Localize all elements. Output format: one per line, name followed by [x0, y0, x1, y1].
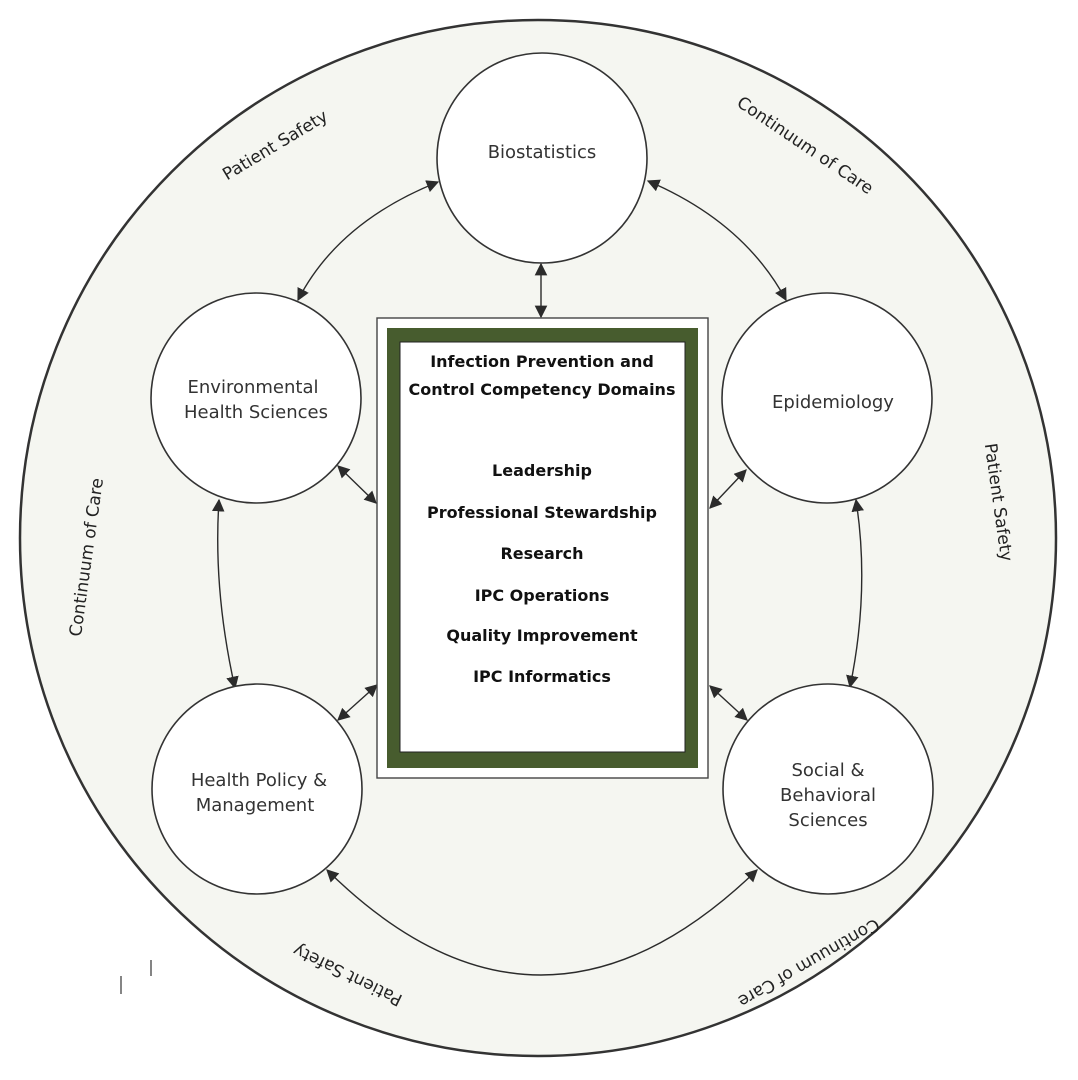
- connector-biostat-environmental: [297, 180, 440, 302]
- node-epidemiology: Epidemiology: [721, 292, 933, 504]
- connector-epidemiology-center: [709, 469, 747, 509]
- node-label: Management: [196, 795, 315, 816]
- connector-social-center: [709, 685, 748, 721]
- connector-biostat-epidemiology: [646, 179, 787, 302]
- domain-item: IPC Informatics: [473, 667, 611, 686]
- node-social-behavioral-sciences: Social & Behavioral Sciences: [722, 683, 934, 895]
- connector-health-policy-center: [337, 684, 378, 721]
- competency-box: Infection Prevention and Control Compete…: [376, 317, 709, 779]
- node-label: Biostatistics: [488, 142, 597, 163]
- node-label: Health Policy &: [191, 770, 327, 791]
- connector-epidemiology-social: [846, 498, 864, 689]
- domain-item: Leadership: [492, 461, 592, 480]
- domain-item: Quality Improvement: [446, 626, 638, 645]
- node-label: Social &: [791, 760, 864, 781]
- connector-environmental-center: [337, 465, 377, 504]
- node-label: Environmental: [188, 377, 319, 398]
- node-label: Health Sciences: [184, 402, 328, 423]
- box-title-line: Infection Prevention and: [430, 352, 654, 371]
- box-title-line: Control Competency Domains: [409, 380, 676, 399]
- node-label: Behavioral: [780, 785, 876, 806]
- node-biostatistics: Biostatistics: [436, 52, 648, 264]
- domain-item: Research: [500, 544, 583, 563]
- connector-health-policy-social: [326, 869, 758, 976]
- node-environmental-health-sciences: Environmental Health Sciences: [150, 292, 362, 504]
- domain-item: Professional Stewardship: [427, 503, 657, 522]
- connector-environmental-health-policy: [211, 498, 239, 690]
- domain-item: IPC Operations: [475, 586, 610, 605]
- node-label: Epidemiology: [772, 392, 894, 413]
- node-label: Sciences: [788, 810, 867, 831]
- node-health-policy-management: Health Policy & Management: [151, 683, 363, 895]
